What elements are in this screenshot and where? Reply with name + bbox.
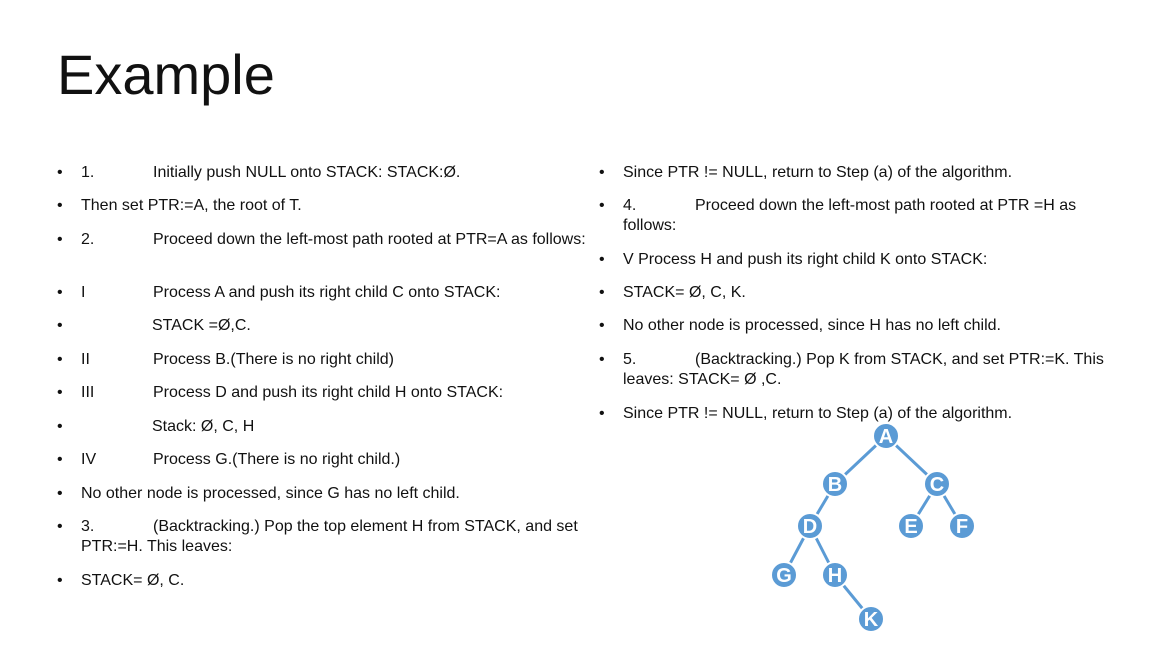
step-number: II (81, 351, 90, 368)
bullet-item: • 1. Initially push NULL onto STACK: STACK… (57, 163, 605, 183)
tree-node-A: A (872, 422, 900, 450)
bullet-text: No other node is processed, since G has … (81, 485, 460, 502)
bullet-icon: • (599, 284, 605, 301)
bullet-text: Process B.(There is no right child) (153, 351, 394, 368)
bullet-item: • STACK= Ø, C. (57, 571, 605, 591)
bullet-icon: • (57, 518, 63, 535)
bullet-icon: • (57, 384, 63, 401)
bullet-icon: • (57, 197, 63, 214)
bullet-icon: • (57, 231, 63, 248)
tree-node-H: H (821, 561, 849, 589)
bullet-icon: • (599, 251, 605, 268)
bullet-text: Proceed down the left-most path rooted a… (623, 197, 1077, 234)
bullet-item: • Since PTR != NULL, return to Step (a) o… (599, 404, 1119, 424)
bullet-item: • I Process A and push its right child C o… (57, 283, 605, 303)
step-number: 4. (623, 197, 637, 214)
tree-node-C: C (923, 470, 951, 498)
bullet-item: • V Process H and push its right child K … (599, 250, 1119, 270)
bullet-item: • Then set PTR:=A, the root of T. (57, 196, 605, 216)
tree-node-label: F (956, 516, 968, 538)
bullet-item: • STACK= Ø, C, K. (599, 283, 1119, 303)
tree-node-label: A (879, 426, 893, 448)
step-number: 2. (81, 231, 95, 248)
bullet-text: Since PTR != NULL, return to Step (a) of… (623, 405, 1013, 422)
tree-node-D: D (796, 512, 824, 540)
slide-title: Example (57, 43, 275, 106)
bullet-item: • No other node is processed, since H has… (599, 316, 1119, 336)
bullet-icon: • (599, 405, 605, 422)
bullet-text: Proceed down the left-most path rooted a… (153, 231, 586, 248)
tree-node-label: H (828, 565, 842, 587)
bullet-item: • STACK =Ø,C. (57, 316, 605, 336)
bullet-item: • 3.(Backtracking.) Pop the top element H… (57, 517, 605, 557)
bullet-item: • III Process D and push its right child H… (57, 383, 605, 403)
bullet-text: STACK =Ø,C. (152, 317, 251, 334)
tree-node-E: E (897, 512, 925, 540)
bullet-text: Process D and push its right child H ont… (153, 384, 504, 401)
step-number: 3. (81, 518, 95, 535)
bullet-text: (Backtracking.) Pop K from STACK, and se… (623, 351, 1104, 388)
bullet-icon: • (57, 164, 63, 181)
bullet-item: • Since PTR != NULL, return to Step (a) o… (599, 163, 1119, 183)
bullet-text: Since PTR != NULL, return to Step (a) of… (623, 164, 1013, 181)
bullet-item: • IV Process G.(There is no right child.) (57, 450, 605, 470)
step-number: I (81, 284, 86, 301)
bullet-text: Stack: Ø, C, H (152, 418, 255, 435)
bullet-icon: • (599, 164, 605, 181)
tree-node-label: K (864, 609, 879, 631)
bullet-icon: • (57, 485, 63, 502)
tree-node-label: E (904, 516, 917, 538)
tree-node-K: K (857, 605, 885, 633)
bullet-icon: • (57, 451, 63, 468)
tree-node-B: B (821, 470, 849, 498)
bullet-icon: • (57, 284, 63, 301)
bullet-text: Initially push NULL onto STACK: STACK:Ø. (153, 164, 461, 181)
step-number: IV (81, 451, 97, 468)
bullet-text: Process G.(There is no right child.) (153, 451, 401, 468)
tree-node-F: F (948, 512, 976, 540)
step-number: 5. (623, 351, 637, 368)
tree-node-G: G (770, 561, 798, 589)
bullet-item: • 5.(Backtracking.) Pop K from STACK, and… (599, 350, 1119, 390)
bullet-icon: • (57, 572, 63, 589)
bullet-icon: • (57, 317, 63, 334)
step-number: III (81, 384, 95, 401)
bullet-text: Process A and push its right child C ont… (153, 284, 501, 301)
bullet-icon: • (599, 351, 605, 368)
bullet-item: • II Process B.(There is no right child) (57, 350, 605, 370)
bullet-item: • Stack: Ø, C, H (57, 417, 605, 437)
tree-node-label: B (828, 474, 842, 496)
bullet-text: STACK= Ø, C, K. (623, 284, 746, 301)
bullet-icon: • (599, 317, 605, 334)
step-number: 1. (81, 164, 95, 181)
bullet-icon: • (599, 197, 605, 214)
tree-node-label: G (776, 565, 792, 587)
bullet-icon: • (57, 351, 63, 368)
bullet-item: • No other node is processed, since G has… (57, 484, 605, 504)
bullet-text: STACK= Ø, C. (81, 572, 185, 589)
bullet-text: Then set PTR:=A, the root of T. (81, 197, 302, 214)
binary-tree-diagram: A B C D E F G HK (770, 422, 976, 633)
bullet-item: • 2. Proceed down the left-most path roote… (57, 230, 605, 250)
tree-node-label: C (930, 474, 944, 496)
bullet-icon: • (57, 418, 63, 435)
tree-node-label: D (803, 516, 817, 538)
bullet-text: V Process H and push its right child K o… (623, 251, 988, 268)
bullet-item: • 4.Proceed down the left-most path roote… (599, 196, 1119, 236)
bullet-text: No other node is processed, since H has … (623, 317, 1001, 334)
bullet-text: (Backtracking.) Pop the top element H fr… (81, 518, 578, 555)
